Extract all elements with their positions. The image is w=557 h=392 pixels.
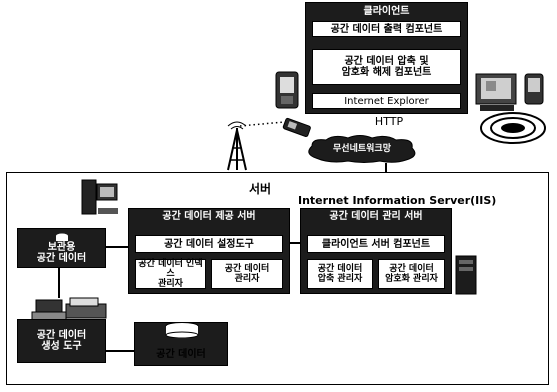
server-connector-line (290, 242, 300, 244)
spatial-data-config-tool: 공간 데이터 설정도구 (135, 235, 283, 253)
mobile-phone-icon (280, 116, 314, 138)
iis-label: Internet Information Server(IIS) (298, 194, 497, 207)
archive-spatial-data-label: 보관용 공간 데이터 (36, 242, 87, 264)
spatial-index-manager: 공간 데이터 인덱스 관리자 (135, 259, 206, 289)
wireless-network-cloud: 무선네트워크망 (304, 134, 420, 164)
client-box: 클라이언트 공간 데이터 출력 컴포넌트 공간 데이터 압축 및 암호화 해제 … (305, 2, 468, 114)
server-tower-icon (453, 254, 479, 296)
cloud-label: 무선네트워크망 (333, 144, 391, 154)
wireless-link-dots (239, 121, 285, 127)
client-compress-component: 공간 데이터 압축 및 암호화 해제 컴포넌트 (312, 49, 461, 85)
client-browser: Internet Explorer (312, 93, 461, 109)
pda-right-icon (523, 72, 545, 106)
cd-disc-icon (478, 110, 548, 146)
spatial-data-db-label: 공간 데이터 (156, 348, 206, 360)
desktop-computer-icon (80, 178, 120, 220)
data-management-server-title: 공간 데이터 관리 서버 (329, 210, 423, 222)
antenna-tower-icon (222, 120, 252, 172)
server-title: 서버 (248, 182, 272, 196)
client-title: 클라이언트 (363, 6, 410, 17)
database-cylinder-icon (164, 322, 200, 339)
spatial-data-generator-box (17, 319, 106, 363)
generator-to-db-line (106, 350, 134, 352)
http-label: HTTP (374, 115, 404, 128)
archive-to-generator-line (58, 268, 60, 298)
data-provider-server-title: 공간 데이터 제공 서버 (162, 210, 256, 222)
spatial-data-generator-label: 공간 데이터 생성 도구 (36, 330, 87, 352)
spatial-data-manager: 공간 데이터 관리자 (211, 259, 283, 289)
client-server-component: 클라이언트 서버 컴포넌트 (307, 235, 445, 253)
printer-icon (30, 292, 120, 326)
data-server-to-archive-line (106, 246, 128, 248)
compression-manager: 공간 데이터 압축 관리자 (307, 259, 373, 289)
database-icon (55, 228, 69, 241)
client-output-component: 공간 데이터 출력 컴포넌트 (312, 21, 461, 37)
encryption-manager: 공간 데이터 암호화 관리자 (378, 259, 445, 289)
pda-icon (273, 70, 301, 110)
laptop-icon (472, 72, 522, 114)
